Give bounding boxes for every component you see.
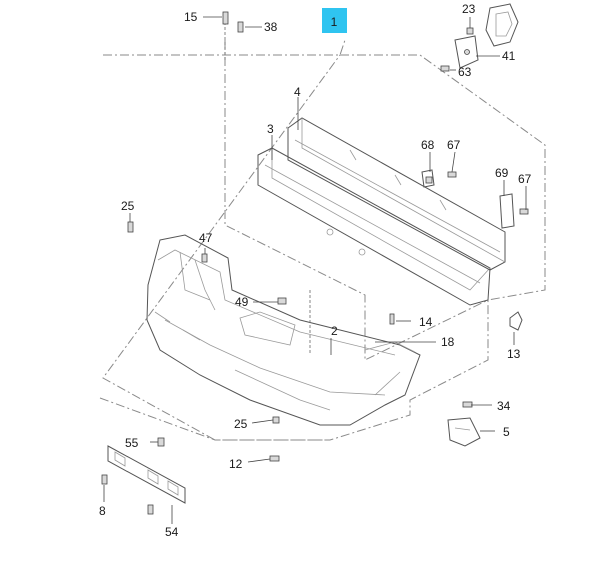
clip-part bbox=[509, 311, 523, 331]
callout-34: 34 bbox=[497, 399, 511, 413]
part-1-highlight bbox=[322, 8, 347, 33]
callout-69: 69 bbox=[495, 166, 509, 180]
license-plate-bracket bbox=[107, 445, 186, 504]
energy-absorber bbox=[287, 117, 506, 271]
callout-68: 68 bbox=[421, 138, 435, 152]
callout-15: 15 bbox=[184, 10, 198, 24]
bracket-68 bbox=[421, 169, 435, 188]
callout-38: 38 bbox=[264, 20, 278, 34]
callout-25b: 25 bbox=[234, 417, 248, 431]
callout-5: 5 bbox=[503, 425, 510, 439]
callout-23: 23 bbox=[462, 2, 476, 16]
callout-1: 1 bbox=[331, 15, 338, 29]
leader-lines bbox=[103, 16, 527, 524]
callout-18: 18 bbox=[441, 335, 455, 349]
fasteners bbox=[101, 11, 529, 515]
side-bracket bbox=[447, 417, 481, 447]
bracket-69 bbox=[499, 193, 515, 229]
callout-2: 2 bbox=[331, 324, 338, 338]
callout-3: 3 bbox=[267, 122, 274, 136]
callout-14: 14 bbox=[419, 315, 433, 329]
callout-67a: 67 bbox=[447, 138, 461, 152]
callout-12: 12 bbox=[229, 457, 243, 471]
callout-47: 47 bbox=[199, 231, 213, 245]
lower-frame bbox=[99, 397, 330, 441]
upper-bracket bbox=[454, 3, 519, 69]
callout-13: 13 bbox=[507, 347, 521, 361]
callout-67b: 67 bbox=[518, 172, 532, 186]
bumper-reinforcement bbox=[257, 147, 491, 306]
callout-4: 4 bbox=[294, 85, 301, 99]
sub-assembly-frame bbox=[224, 40, 489, 361]
callout-55: 55 bbox=[125, 436, 139, 450]
callout-54: 54 bbox=[165, 525, 179, 539]
callout-labels: 1 15 38 23 41 63 4 3 68 67 69 67 25 47 4… bbox=[99, 2, 532, 539]
callout-25a: 25 bbox=[121, 199, 135, 213]
bumper-fascia bbox=[146, 234, 421, 426]
callout-49: 49 bbox=[235, 295, 249, 309]
callout-8: 8 bbox=[99, 504, 106, 518]
assembly-frame bbox=[102, 39, 546, 441]
callout-41: 41 bbox=[502, 49, 516, 63]
callout-63: 63 bbox=[458, 65, 472, 79]
